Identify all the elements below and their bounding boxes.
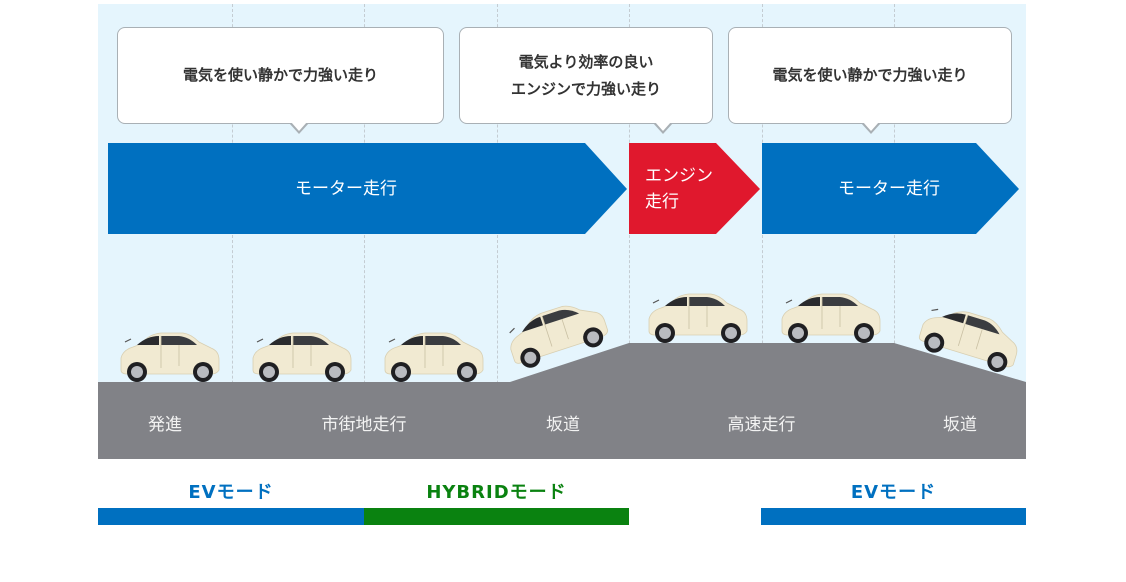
bubble-text-line1: 電気より効率の良い [518,52,654,71]
engine-drive-label-line1: エンジン [645,165,713,186]
ev-mode-bar [98,508,364,525]
motor-drive-arrow [108,143,627,234]
hybrid-mode-label: HYBRIDモード [426,482,567,503]
hybrid-mode-bar [364,508,629,525]
ev-mode-bar [761,508,1026,525]
engine-drive-arrow [629,143,760,234]
bubble-tail [861,121,881,134]
motor-drive-arrow [762,143,1019,234]
car-flat [252,332,352,383]
car-flat [120,332,220,383]
road-section-city: 市街地走行 [321,415,407,435]
speech-bubble-ev-start: 電気を使い静かで力強い走り [117,27,444,134]
bubble-text: 電気を使い静かで力強い走り [182,66,378,84]
road-section-slope: 坂道 [943,415,977,435]
engine-drive-label: エンジン 走行 [645,143,745,234]
bubble-tail [289,121,309,134]
road-section-slope: 坂道 [546,415,580,435]
speech-bubble-ev-end: 電気を使い静かで力強い走り [728,27,1012,134]
speech-bubble-engine: 電気より効率の良い エンジンで力強い走り [459,27,713,134]
car-flat [384,332,484,383]
car-flat [648,293,748,344]
ev-mode-label: EVモード [188,482,274,503]
road-section-highway: 高速走行 [727,415,796,435]
road-surface [98,343,1026,459]
motor-drive-label: モーター走行 [838,178,940,199]
bubble-text-line2: エンジンで力強い走り [510,79,661,98]
ev-mode-label: EVモード [850,482,937,503]
bubble-tail [653,121,673,134]
motor-drive-label: モーター走行 [295,178,397,199]
car-flat [781,293,881,344]
engine-drive-label-line2: 走行 [645,191,679,212]
road-section-start: 発進 [148,415,182,435]
bubble-text: 電気を使い静かで力強い走り [772,66,968,84]
